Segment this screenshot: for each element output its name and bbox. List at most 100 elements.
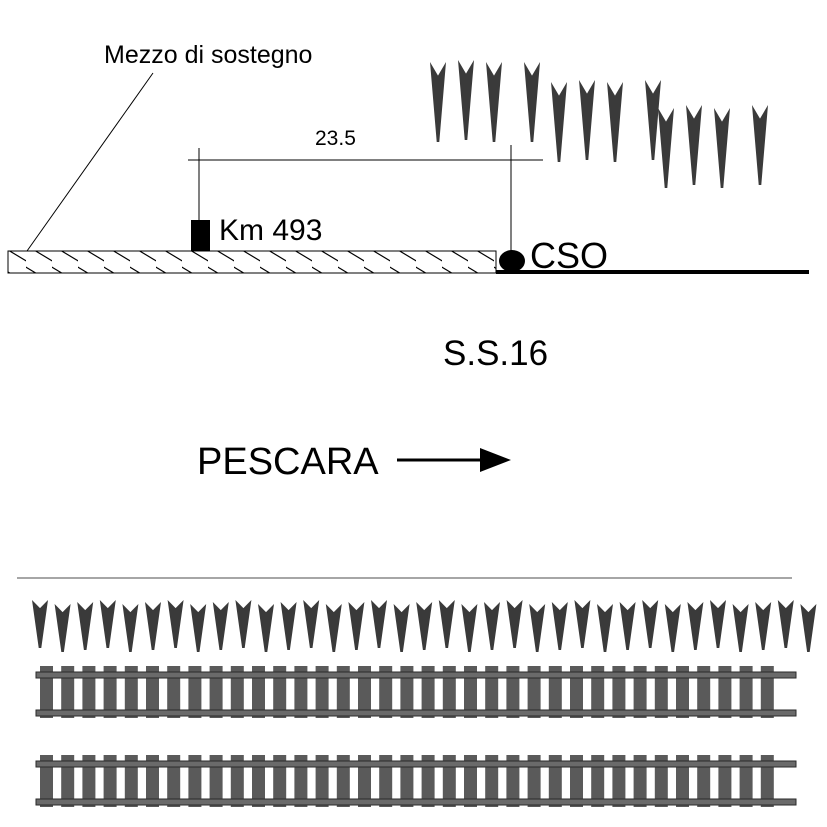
sleeper [591,755,605,807]
spike-tree-icon [167,600,184,648]
sleeper [654,666,668,718]
spike-tree-icon [371,600,387,648]
support-structure [7,250,497,274]
spike-tree-icon [732,604,749,652]
spike-tree-icon [664,604,681,652]
sleeper [739,666,753,718]
sleeper [146,666,159,718]
support-leader-line [26,72,154,252]
spike-tree-icon [280,602,297,650]
sleeper [442,755,456,807]
sleeper [230,666,244,718]
sleeper [61,666,75,718]
spike-tree-icon [303,600,320,648]
sleeper [230,755,244,807]
sleeper [527,755,541,807]
right-arrow-icon [397,448,511,472]
spike-tree-icon [212,602,229,650]
sleeper [294,666,308,718]
spike-tree-icon [619,602,636,650]
sleeper [739,755,753,807]
sleeper [633,755,647,807]
railway-track-lower [35,755,797,807]
spike-tree-icon [755,602,772,650]
sleeper [336,666,350,718]
sleeper [421,666,435,718]
sleeper [167,755,181,807]
sleeper [82,666,96,718]
sleeper [358,755,371,807]
spike-tree-icon [658,108,674,188]
sleeper [40,666,53,718]
sleeper [654,755,668,807]
spike-tree-icon [579,80,595,160]
sleeper [124,666,138,718]
sleeper [252,666,265,718]
spike-tree-icon [524,62,540,142]
sleeper [570,755,583,807]
sleeper [209,755,223,807]
sleeper [591,666,605,718]
km-post-icon [191,220,210,251]
spike-tree-icon [99,600,116,648]
sleeper [188,755,202,807]
spike-tree-icon [258,604,274,652]
sleeper [464,755,477,807]
sleeper [315,755,329,807]
spike-tree-icon [597,604,613,652]
spike-tree-icon [325,604,342,652]
sleeper [548,755,562,807]
spike-tree-icon [687,602,704,650]
sleeper [697,666,711,718]
sleeper [400,666,414,718]
spike-tree-icon [551,82,567,162]
direction-label: PESCARA [197,441,379,483]
sleeper [40,755,53,807]
sleeper [718,755,732,807]
sleeper [358,666,371,718]
sleeper [273,755,287,807]
spike-tree-icon [438,600,455,648]
spike-tree-icon [416,602,433,650]
spike-tree-icon [800,604,817,652]
sleeper [167,666,181,718]
sleeper [548,666,562,718]
sleeper [315,666,329,718]
sleeper [442,666,456,718]
sleeper [82,755,96,807]
sleeper [760,755,774,807]
spike-tree-icon [348,602,365,650]
sleeper [633,666,647,718]
spike-tree-icon [486,62,502,142]
spike-tree-icon [393,604,410,652]
sleeper [336,755,350,807]
sleeper [612,755,626,807]
spike-tree-icon [54,604,71,652]
spike-tree-icon [458,60,474,140]
sleeper [527,666,541,718]
spike-tree-icon [77,602,94,650]
sleeper [718,666,732,718]
sleeper [124,755,138,807]
sleeper [400,755,414,807]
spike-tree-icon [752,105,768,185]
spike-tree-icon [686,105,702,185]
spike-tree-icon [607,82,623,162]
sleeper [61,755,75,807]
road-label: S.S.16 [443,334,548,373]
spike-tree-icon [122,604,139,652]
upper-tree-row [430,60,768,188]
cso-dot-icon [499,250,525,272]
lower-tree-row [32,600,817,652]
distance-dimension [188,145,543,252]
sleeper [506,666,520,718]
sleeper [506,755,520,807]
railway-track-upper [35,666,797,718]
sleeper [294,755,308,807]
sleeper [103,755,117,807]
sleeper [188,666,202,718]
spike-tree-icon [461,604,478,652]
sleeper [103,666,117,718]
distance-label: 23.5 [315,127,356,150]
